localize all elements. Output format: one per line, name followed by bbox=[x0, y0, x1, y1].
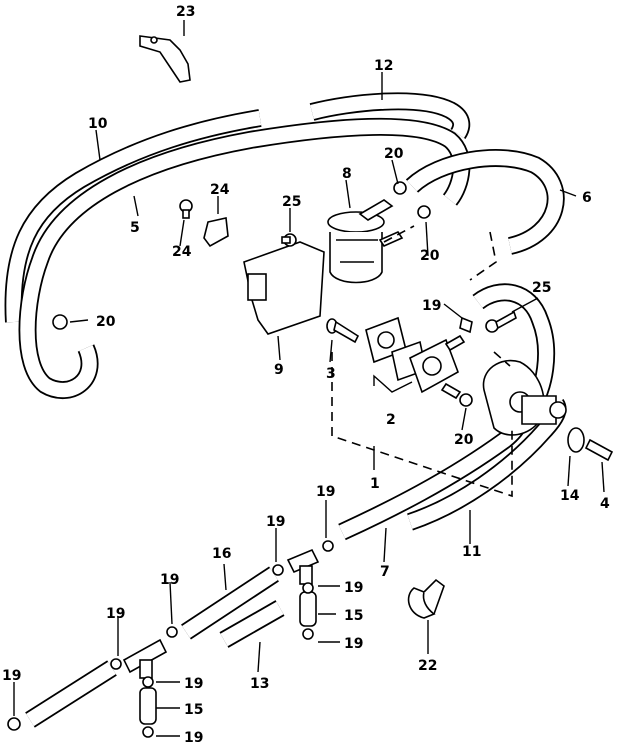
label-19-pump: 19 bbox=[422, 298, 441, 314]
label-21: 22 bbox=[418, 658, 437, 674]
label-7: 7 bbox=[380, 564, 390, 580]
label-20-left: 20 bbox=[96, 314, 116, 330]
label-19-far-left: 19 bbox=[2, 668, 21, 684]
clamp-20-left bbox=[52, 314, 68, 330]
hose-13 bbox=[219, 600, 285, 648]
hose-bottom-left bbox=[25, 660, 117, 728]
clamp-20-filter-top bbox=[393, 181, 407, 195]
tee-fitting-upper bbox=[286, 548, 320, 585]
label-22: 23 bbox=[176, 4, 195, 20]
hose-16 bbox=[181, 566, 279, 640]
label-20-pump: 20 bbox=[454, 432, 474, 448]
label-11: 11 bbox=[462, 544, 481, 560]
label-19-mid: 19 bbox=[160, 572, 179, 588]
clamps-19-hose-ends bbox=[110, 540, 334, 738]
label-5: 5 bbox=[130, 220, 140, 236]
gasket-2 bbox=[365, 316, 466, 400]
label-24-left: 24 bbox=[172, 244, 192, 260]
bracket-21 bbox=[407, 578, 445, 619]
label-19-top: 19 bbox=[316, 484, 335, 500]
leader-lines bbox=[13, 20, 605, 737]
clamp-20-filter-right bbox=[417, 205, 431, 219]
o-ring-14 bbox=[567, 427, 585, 453]
hose-12 bbox=[309, 92, 471, 139]
label-4: 4 bbox=[600, 496, 610, 512]
label-15-upper: 15 bbox=[344, 608, 363, 624]
label-14: 14 bbox=[560, 488, 580, 504]
label-10: 10 bbox=[88, 116, 108, 132]
label-19-lower-b: 19 bbox=[184, 730, 203, 746]
bracket-22 bbox=[139, 35, 191, 83]
label-15-lower: 15 bbox=[184, 702, 203, 718]
label-25: 25 bbox=[532, 280, 551, 296]
clip-23 bbox=[203, 217, 229, 248]
label-19-left: 19 bbox=[106, 606, 125, 622]
screw-24-right bbox=[281, 233, 297, 247]
assembly-dashed-lines bbox=[331, 225, 513, 498]
screw-25 bbox=[485, 310, 517, 333]
label-24-right: 25 bbox=[282, 194, 301, 210]
pin-4 bbox=[584, 438, 614, 462]
fuel-pump-body bbox=[482, 359, 567, 436]
bracket-9 bbox=[243, 241, 325, 335]
clamp-19-bottom-left bbox=[7, 717, 21, 731]
hose-15-lower bbox=[139, 687, 157, 725]
label-3: 3 bbox=[326, 366, 336, 382]
label-6: 6 bbox=[582, 190, 592, 206]
fitting-19-pump bbox=[459, 316, 473, 334]
tee-fitting-lower bbox=[122, 638, 168, 679]
hose-5 bbox=[18, 117, 471, 399]
screw-24-left bbox=[179, 199, 193, 219]
label-23: 24 bbox=[210, 182, 230, 198]
label-20-filter: 20 bbox=[420, 248, 440, 264]
label-16: 16 bbox=[212, 546, 231, 562]
label-19-right-b: 19 bbox=[344, 636, 363, 652]
label-9: 9 bbox=[274, 362, 284, 378]
label-1: 1 bbox=[370, 476, 380, 492]
label-19-right-a: 19 bbox=[344, 580, 363, 596]
screw-3 bbox=[326, 318, 360, 344]
label-12: 12 bbox=[374, 58, 393, 74]
label-2: 2 bbox=[386, 412, 396, 428]
hose-15-upper bbox=[299, 591, 317, 627]
label-8: 8 bbox=[342, 166, 352, 182]
fuel-filter-8 bbox=[327, 199, 404, 284]
hose-10 bbox=[4, 109, 262, 323]
label-13: 13 bbox=[250, 676, 269, 692]
label-19-lower-a: 19 bbox=[184, 676, 203, 692]
clamp-20-pump bbox=[459, 393, 473, 407]
hose-6 bbox=[405, 149, 565, 255]
label-20-top: 20 bbox=[384, 146, 404, 162]
label-19-16: 19 bbox=[266, 514, 285, 530]
